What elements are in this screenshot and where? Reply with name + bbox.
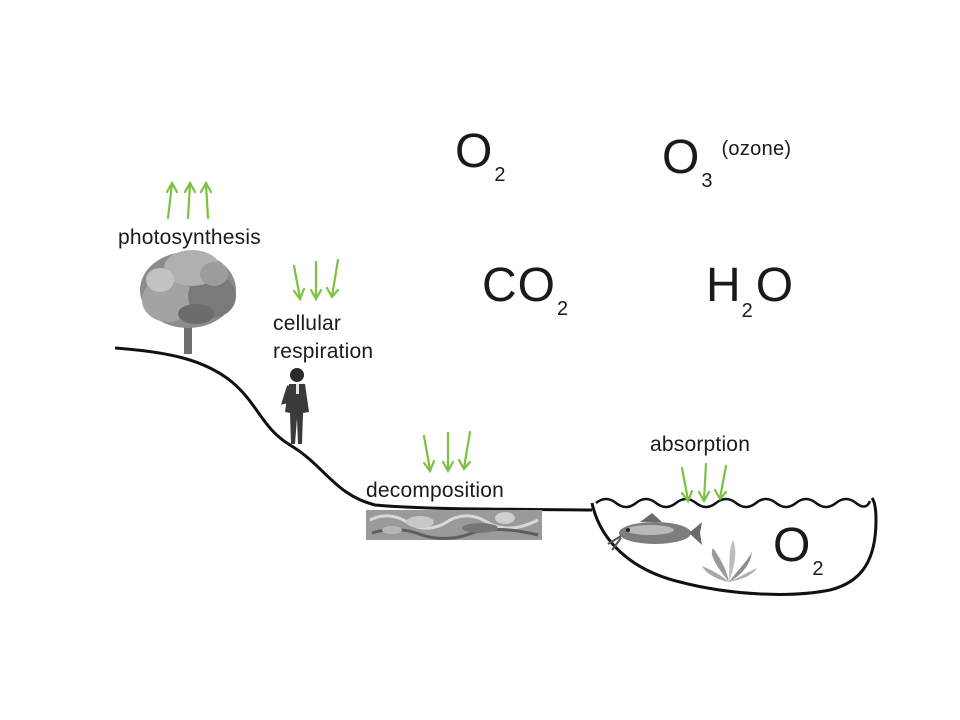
carbon-dioxide-molecule-label: CO2: [482, 259, 570, 321]
cellular-respiration-label-line2: respiration: [273, 340, 374, 363]
dissolved-oxygen-label: O2: [773, 519, 825, 581]
absorption-arrows: [680, 462, 728, 504]
dissolved-oxygen-subscript: 2: [812, 558, 825, 580]
arrow-down-icon: [457, 430, 472, 471]
ground-line: [114, 346, 593, 512]
arrow-down-icon: [422, 434, 436, 474]
arrow-down-icon: [680, 466, 694, 504]
tree-icon: [140, 250, 236, 354]
fish-icon: [607, 513, 702, 551]
water-surface: [595, 497, 872, 509]
water-o: O: [755, 259, 795, 312]
arrow-down-icon: [325, 258, 340, 299]
water-h: H: [706, 259, 742, 312]
photosynthesis-arrows: [165, 180, 213, 220]
arrow-down-icon: [713, 464, 728, 501]
co2-base: CO: [482, 259, 556, 312]
respiration-arrows: [292, 258, 340, 302]
co2-subscript: 2: [557, 298, 570, 320]
oxygen-molecule-label: O2: [455, 125, 507, 187]
water-molecule-label: H2O: [706, 259, 795, 323]
decomposition-arrows: [422, 430, 472, 474]
person-icon: [281, 368, 309, 444]
cellular-respiration-label-line1: cellular: [273, 312, 342, 335]
water-subscript: 2: [741, 300, 754, 322]
ozone-molecule-label: O3 (ozone): [662, 131, 792, 193]
arrow-down-icon: [309, 260, 323, 302]
oxygen-base: O: [455, 125, 494, 178]
absorption-label: absorption: [650, 433, 751, 456]
arrow-down-icon: [292, 264, 306, 302]
photosynthesis-label: photosynthesis: [118, 226, 261, 249]
ozone-base: O: [662, 131, 701, 184]
decomposition-debris-icon: [366, 510, 542, 540]
water-plant-icon: [702, 540, 757, 582]
arrow-down-icon: [441, 431, 455, 474]
ozone-subscript: 3: [701, 170, 714, 192]
ozone-note: (ozone): [721, 138, 792, 160]
decomposition-label: decomposition: [366, 479, 505, 502]
arrow-up-icon: [199, 180, 213, 220]
oxygen-subscript: 2: [494, 164, 507, 186]
arrow-up-icon: [183, 180, 197, 220]
arrow-up-icon: [165, 180, 179, 220]
arrow-down-icon: [697, 462, 711, 504]
pond-basin: [590, 497, 878, 596]
dissolved-oxygen-base: O: [773, 519, 812, 572]
